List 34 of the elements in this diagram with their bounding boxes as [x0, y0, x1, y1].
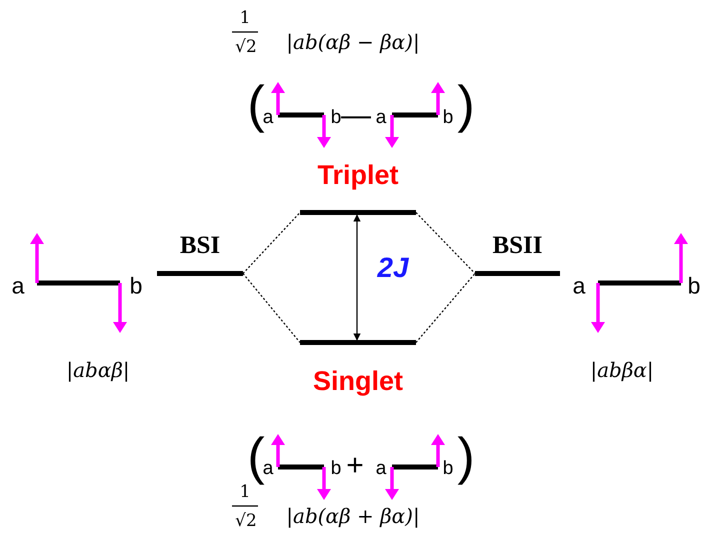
dotted-connector	[416, 212, 476, 274]
site-label: b	[688, 272, 700, 300]
state-label: Singlet	[312, 366, 404, 397]
site-label: a	[376, 458, 386, 480]
edge-label: 2J	[377, 252, 409, 284]
level-label: BSII	[491, 232, 544, 260]
site-label: a	[262, 107, 274, 128]
site-label: b	[442, 458, 454, 480]
wavefunction-formula: |ab(αβ − βα)|	[286, 30, 420, 54]
parenthesis: (	[247, 75, 265, 135]
site-label: a	[572, 272, 586, 300]
dotted-connector	[242, 273, 300, 343]
dotted-connector	[242, 212, 300, 274]
fraction-digit: 1	[240, 8, 250, 28]
parenthesis: )	[457, 427, 475, 487]
dotted-connector	[416, 273, 476, 343]
level-label: BSI	[178, 232, 222, 260]
operator-sign: —	[341, 99, 371, 133]
fraction-digit: √2	[235, 511, 257, 531]
site-label: a	[376, 107, 386, 129]
operator-sign: +	[346, 449, 364, 483]
wavefunction-formula: |abαβ|	[66, 358, 130, 382]
fraction-digit: √2	[235, 37, 257, 57]
site-label: a	[12, 272, 24, 300]
state-label: Triplet	[316, 160, 400, 191]
parenthesis: )	[457, 75, 475, 135]
site-label: b	[130, 272, 142, 300]
wavefunction-formula: |ab(αβ + βα)|	[286, 504, 420, 528]
site-label: b	[442, 107, 454, 129]
site-label: b	[330, 107, 342, 129]
site-label: b	[330, 458, 342, 480]
site-label: a	[262, 458, 274, 479]
wavefunction-formula: |abβα|	[590, 358, 654, 382]
connector	[353, 214, 361, 341]
